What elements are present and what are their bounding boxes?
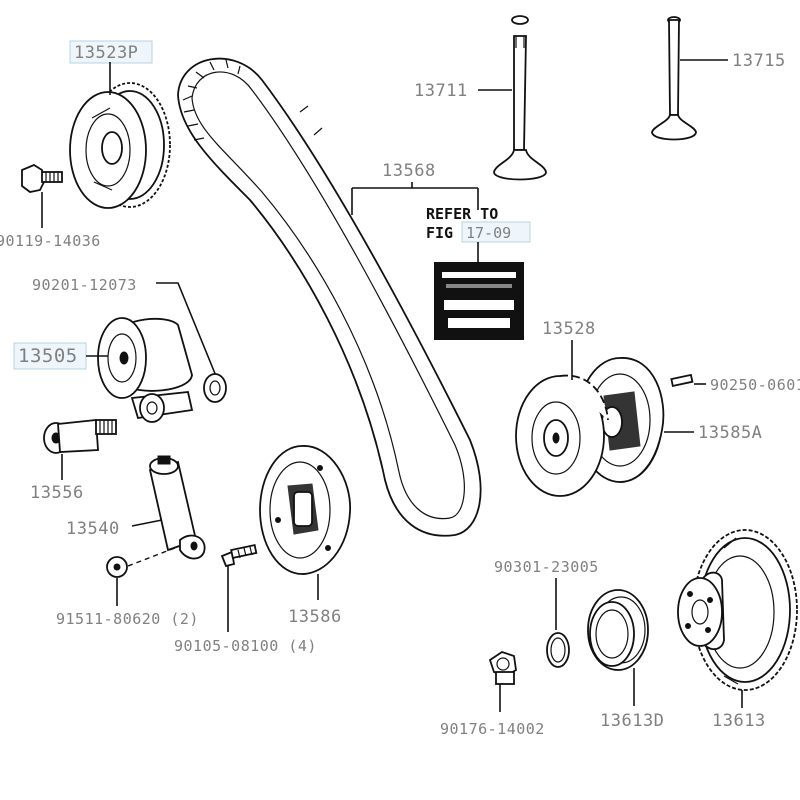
svg-text:17-09: 17-09 <box>466 224 511 242</box>
refer-to-figure-note: REFER TO <box>426 205 498 223</box>
plug-bolt[interactable] <box>488 651 517 685</box>
label-90250-06011[interactable]: 90250-06011 <box>710 376 800 394</box>
pulley-bolt[interactable] <box>21 163 63 193</box>
label-13715[interactable]: 13715 <box>732 51 786 71</box>
label-91511-80620[interactable]: 91511-80620 (2) <box>56 610 199 628</box>
idler-pulley[interactable] <box>259 445 351 575</box>
label-90176-14002[interactable]: 90176-14002 <box>440 720 545 738</box>
label-90201-12073[interactable]: 90201-12073 <box>32 276 137 294</box>
svg-text:13568: 13568 <box>382 161 436 181</box>
svg-text:13505: 13505 <box>18 345 78 367</box>
bolt-90105[interactable] <box>220 544 258 568</box>
ref-fig-word: FIG <box>426 224 453 242</box>
tensioner-pulley[interactable] <box>97 317 194 423</box>
label-13540[interactable]: 13540 <box>66 519 120 539</box>
label-13613[interactable]: 13613 <box>712 711 766 731</box>
label-13585A[interactable]: 13585A <box>698 423 762 443</box>
svg-text:13523P: 13523P <box>74 43 138 63</box>
label-90301-23005[interactable]: 90301-23005 <box>494 558 599 576</box>
ref-figure-link[interactable]: 17-09 <box>461 221 531 243</box>
label-90105-08100[interactable]: 90105-08100 (4) <box>174 637 317 655</box>
washer[interactable] <box>203 373 227 403</box>
timing-belt[interactable] <box>177 57 482 537</box>
tensioner-spring-damper[interactable] <box>148 455 206 560</box>
exhaust-valve[interactable] <box>651 16 697 141</box>
o-ring[interactable] <box>546 632 570 668</box>
flange-bolt-91511[interactable] <box>106 556 128 578</box>
crankshaft-timing-pulley[interactable] <box>515 357 665 497</box>
label-13711[interactable]: 13711 <box>414 81 468 101</box>
camshaft-timing-pulley[interactable] <box>69 82 171 209</box>
label-13528[interactable]: 13528 <box>542 319 596 339</box>
tensioner-pin[interactable] <box>43 419 117 454</box>
label-13586[interactable]: 13586 <box>288 607 342 627</box>
label-90119-14036[interactable]: 90119-14036 <box>0 232 101 250</box>
label-13556[interactable]: 13556 <box>30 483 84 503</box>
svg-text:90201-12073: 90201-12073 <box>32 276 137 294</box>
label-13523P[interactable]: 13523P <box>69 40 153 64</box>
woodruff-key[interactable] <box>670 373 694 387</box>
crankshaft-pulley[interactable] <box>677 529 798 691</box>
label-13505-highlighted[interactable]: 13505 <box>13 342 87 370</box>
oil-seal[interactable] <box>587 589 649 671</box>
label-13613D[interactable]: 13613D <box>600 711 664 731</box>
timing-belt-sticker <box>434 242 524 340</box>
label-13568[interactable]: 13568 <box>382 161 436 181</box>
svg-text:REFER TO: REFER TO <box>426 205 498 223</box>
intake-valve[interactable] <box>493 15 547 181</box>
